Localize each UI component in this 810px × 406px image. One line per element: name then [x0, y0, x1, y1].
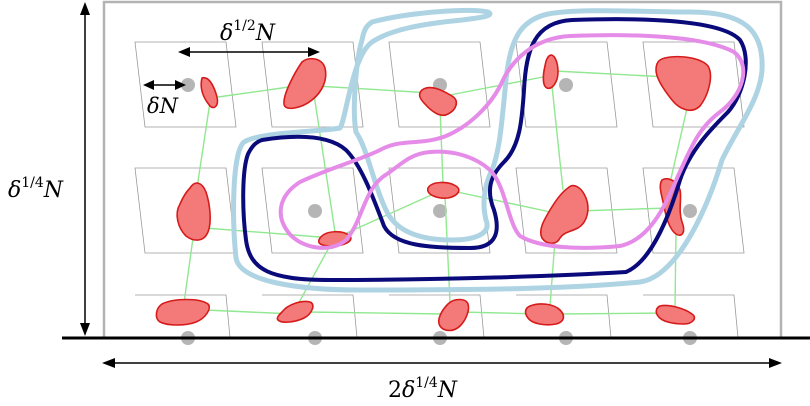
- bottom-width-exp: 1/4: [415, 375, 438, 391]
- edge: [577, 207, 669, 212]
- cluster-blob: [655, 304, 696, 325]
- node: [683, 204, 697, 218]
- node: [181, 78, 195, 92]
- cluster-blob: [418, 86, 458, 117]
- edge: [295, 241, 333, 309]
- edge: [551, 85, 564, 191]
- left-height-exp: 1/4: [21, 175, 44, 191]
- edge: [549, 239, 556, 307]
- cell: [388, 41, 491, 128]
- top-width-exp: 1/2: [233, 18, 256, 34]
- bottom-width-var: N: [437, 378, 458, 403]
- cluster-blob: [155, 298, 211, 326]
- cluster-blob: [542, 54, 559, 90]
- edge: [674, 231, 677, 309]
- small-label: δN: [147, 94, 179, 118]
- node: [433, 204, 447, 218]
- cell: [515, 167, 618, 254]
- edge: [305, 311, 446, 315]
- edge: [183, 237, 194, 304]
- edge: [196, 101, 211, 189]
- bottom-width-coef: δ: [402, 378, 415, 403]
- bottom-width-label: 2δ1/4N: [388, 375, 458, 403]
- left-height-dimension: δ1/4N: [8, 2, 90, 336]
- edge: [447, 189, 556, 214]
- left-height-var: N: [43, 178, 64, 203]
- cell: [261, 167, 364, 254]
- cell: [134, 41, 237, 128]
- bottom-width-dimension: 2δ1/4N: [102, 358, 782, 403]
- arrowhead: [308, 47, 320, 57]
- edge: [204, 309, 295, 315]
- cluster-blob: [427, 181, 460, 199]
- edge: [439, 107, 444, 184]
- cluster-blob: [283, 57, 327, 110]
- left-height-coef: δ: [8, 178, 21, 203]
- arrowhead: [178, 47, 190, 57]
- edge: [315, 85, 433, 94]
- arrowhead: [175, 80, 186, 90]
- node: [308, 204, 322, 218]
- arrowhead: [143, 80, 154, 90]
- cluster-blob: [539, 184, 589, 245]
- arrowhead: [80, 2, 90, 15]
- arrowhead: [102, 358, 115, 368]
- cluster-blob: [200, 76, 219, 109]
- cluster-blob: [437, 298, 470, 332]
- bottom-width-prefix: 2: [388, 378, 402, 403]
- edge: [204, 227, 333, 239]
- arrowhead: [80, 323, 90, 336]
- small-dimension: δN: [143, 80, 186, 118]
- top-width-var: N: [255, 21, 276, 46]
- curve-dark-blue: [241, 17, 748, 282]
- cluster-blob: [524, 303, 565, 326]
- edge: [217, 85, 297, 98]
- top-width-label: δ1/2N: [220, 18, 276, 46]
- curve-light-blue: [231, 7, 765, 293]
- top-width-coef: δ: [220, 21, 233, 46]
- edge: [559, 312, 669, 315]
- cell: [389, 294, 485, 339]
- node-grid: [181, 78, 697, 345]
- cluster-blob: [176, 182, 211, 241]
- node: [559, 78, 573, 92]
- left-height-label: δ1/4N: [8, 175, 64, 203]
- edge: [312, 87, 336, 233]
- edge: [554, 70, 669, 78]
- curve-violet: [278, 33, 746, 250]
- cluster-blob: [276, 300, 314, 323]
- cell: [261, 41, 364, 128]
- top-width-dimension: δ1/2N: [178, 18, 320, 57]
- cluster-blob: [655, 55, 712, 112]
- arrowhead: [769, 358, 782, 368]
